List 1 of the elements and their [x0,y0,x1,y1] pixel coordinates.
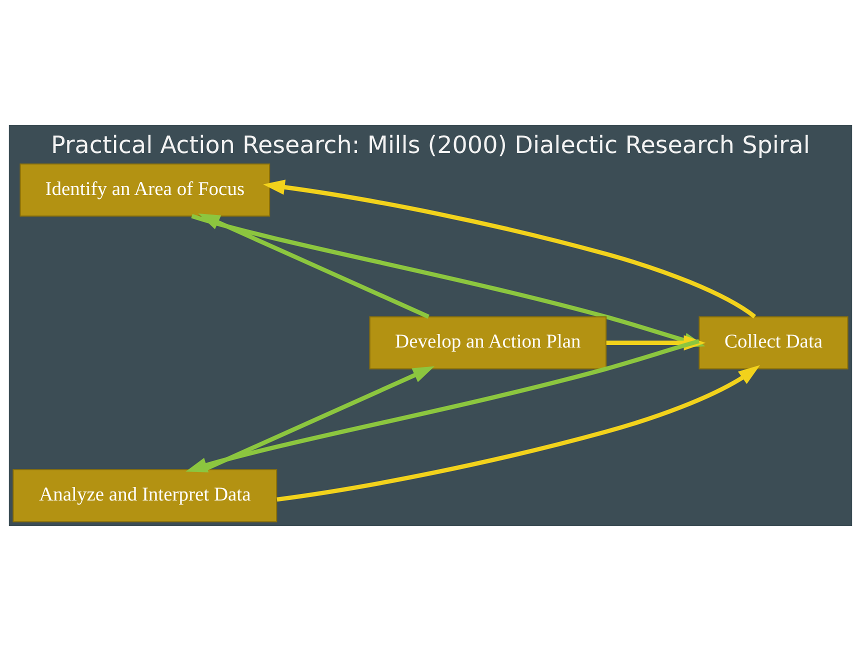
diagram-title: Practical Action Research: Mills (2000) Dialectic Research Spiral [51,130,810,159]
